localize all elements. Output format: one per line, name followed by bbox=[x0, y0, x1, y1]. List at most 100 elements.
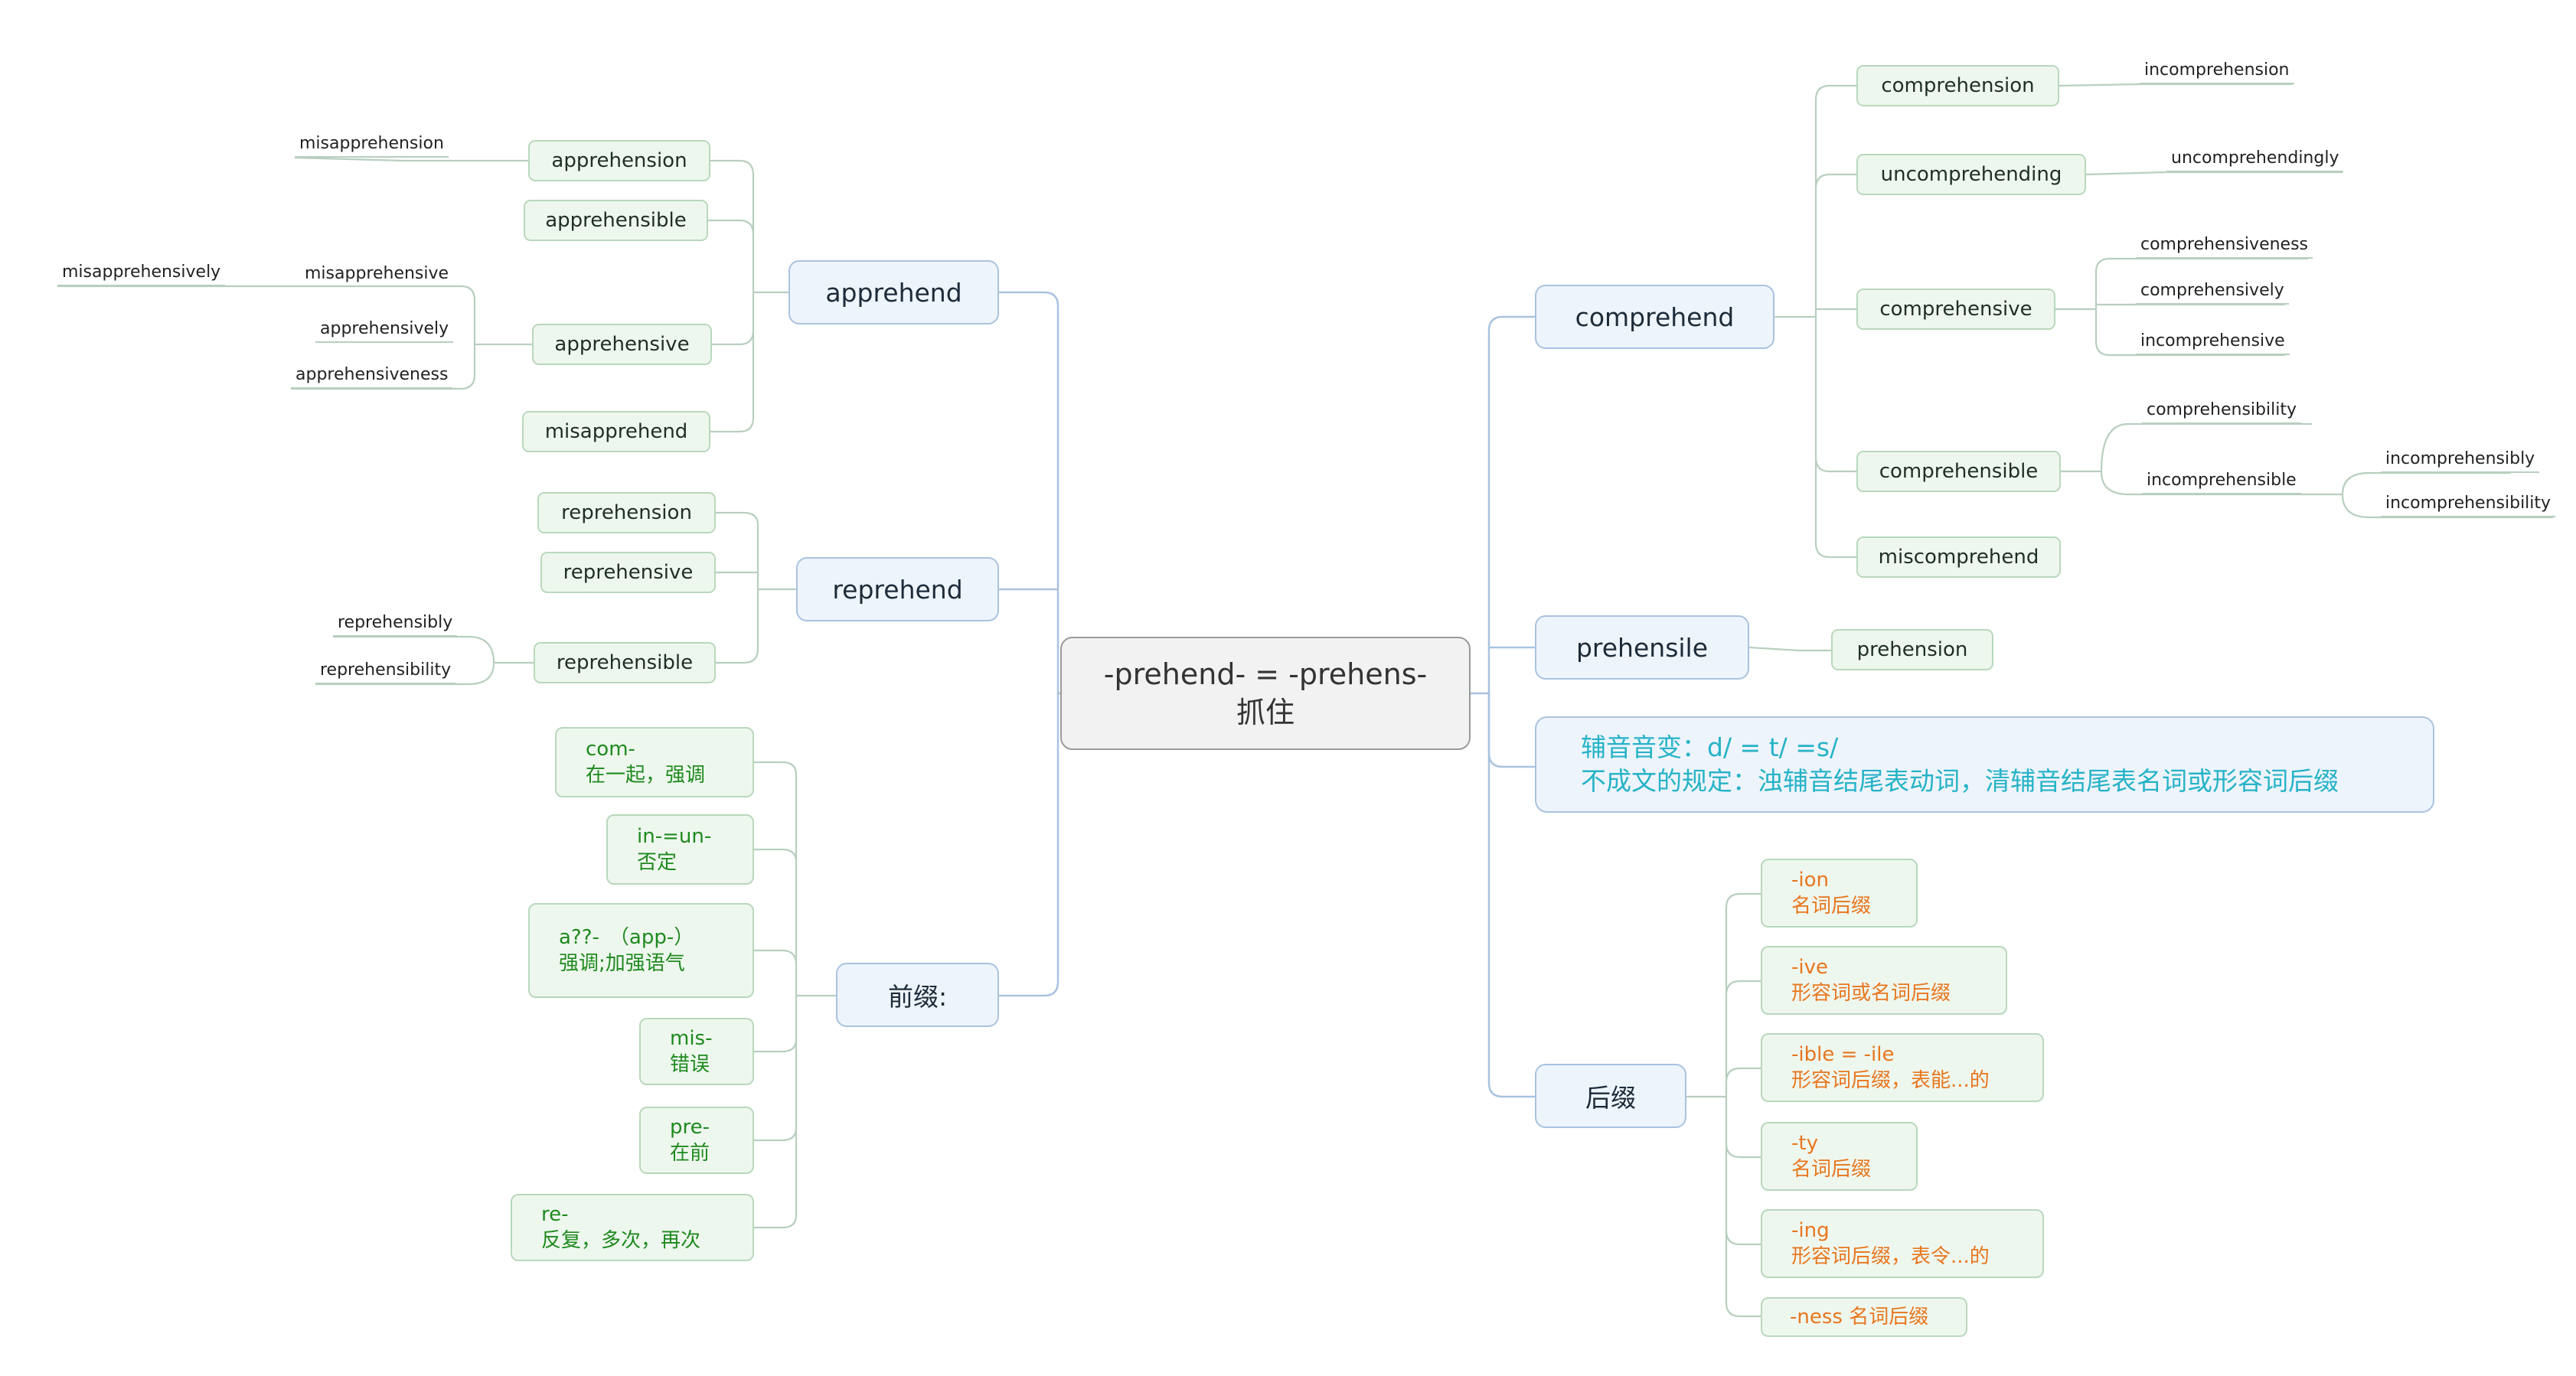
topic-apprehend[interactable]: apprehend bbox=[788, 260, 999, 324]
connector-uncomprehending-leaf bbox=[2085, 171, 2343, 176]
subtopic-misapprehend[interactable]: misapprehend bbox=[522, 411, 710, 452]
leaf-misapprehensive[interactable]: misapprehensive bbox=[300, 262, 453, 286]
connector-center-prefix bbox=[999, 693, 1059, 997]
subtopic-miscomprehend-label: miscomprehend bbox=[1878, 546, 2039, 569]
subtopic-uncomprehending[interactable]: uncomprehending bbox=[1856, 154, 2086, 195]
topic-comprehend-label: comprehend bbox=[1575, 302, 1735, 332]
leaf-misapprehensive-label: misapprehensive bbox=[305, 264, 449, 283]
subtopic-comprehensive[interactable]: comprehensive bbox=[1856, 289, 2055, 330]
central-topic-line2: 抓住 bbox=[1236, 696, 1295, 729]
topic-prehensile-label: prehensile bbox=[1575, 632, 1709, 663]
note-line2: 不成文的规定：浊辅音结尾表动词，清辅音结尾表名词或形容词后缀 bbox=[1581, 766, 2339, 796]
suffix-ty-meaning: 名词后缀 bbox=[1791, 1158, 1872, 1181]
prefix-re[interactable]: re- 反复，多次，再次 bbox=[511, 1194, 754, 1261]
note-consonant-change[interactable]: 辅音音变：d/ = t/ =s/ 不成文的规定：浊辅音结尾表动词，清辅音结尾表名… bbox=[1535, 716, 2434, 813]
topic-suffixes-label: 后缀 bbox=[1585, 1083, 1636, 1113]
leaf-incomprehensibility[interactable]: incomprehensibility bbox=[2381, 493, 2556, 517]
topic-reprehend[interactable]: reprehend bbox=[796, 557, 999, 621]
suffix-ty[interactable]: -ty 名词后缀 bbox=[1761, 1122, 1918, 1191]
subtopic-reprehension[interactable]: reprehension bbox=[537, 492, 716, 533]
subtopic-comprehension[interactable]: comprehension bbox=[1856, 65, 2059, 106]
note-line1: 辅音音变：d/ = t/ =s/ bbox=[1581, 732, 1839, 762]
connector-apprehensive-leaf bbox=[57, 285, 532, 390]
leaf-incomprehension[interactable]: incomprehension bbox=[2140, 60, 2294, 84]
topic-apprehend-label: apprehend bbox=[825, 277, 962, 308]
connector-center-left bbox=[999, 291, 1060, 695]
leaf-misapprehension[interactable]: misapprehension bbox=[295, 133, 449, 158]
leaf-reprehensibility-label: reprehensibility bbox=[320, 660, 452, 680]
subtopic-reprehensible[interactable]: reprehensible bbox=[534, 642, 716, 683]
subtopic-prehension[interactable]: prehension bbox=[1831, 629, 1993, 670]
prefix-mis-title: mis- bbox=[670, 1027, 713, 1050]
prefix-pre-meaning: 在前 bbox=[670, 1142, 710, 1165]
leaf-incomprehensible[interactable]: incomprehensible bbox=[2142, 470, 2301, 494]
leaf-apprehensively[interactable]: apprehensively bbox=[315, 318, 454, 343]
connector-prehensile-child bbox=[1748, 646, 1831, 652]
suffix-ion-meaning: 名词后缀 bbox=[1791, 895, 1872, 918]
leaf-incomprehensibility-label: incomprehensibility bbox=[2385, 494, 2552, 513]
leaf-comprehensively[interactable]: comprehensively bbox=[2136, 280, 2289, 305]
topic-prehensile[interactable]: prehensile bbox=[1535, 615, 1749, 680]
suffix-ive[interactable]: -ive 形容词或名词后缀 bbox=[1761, 946, 2007, 1015]
topic-prefixes-label: 前缀: bbox=[887, 982, 948, 1012]
prefix-pre-title: pre- bbox=[670, 1116, 710, 1139]
subtopic-miscomprehend[interactable]: miscomprehend bbox=[1856, 536, 2061, 578]
suffix-ible[interactable]: -ible = -ile 形容词后缀，表能...的 bbox=[1761, 1033, 2044, 1102]
suffix-ness-title: -ness 名词后缀 bbox=[1790, 1306, 1929, 1329]
leaf-comprehensibility[interactable]: comprehensibility bbox=[2142, 399, 2301, 424]
prefix-a[interactable]: a??- （app-） 强调;加强语气 bbox=[528, 903, 754, 998]
prefix-in[interactable]: in-=un- 否定 bbox=[606, 814, 754, 885]
suffix-ion[interactable]: -ion 名词后缀 bbox=[1761, 859, 1918, 928]
suffix-ty-title: -ty bbox=[1791, 1132, 1818, 1155]
topic-comprehend[interactable]: comprehend bbox=[1535, 285, 1774, 349]
prefix-com[interactable]: com- 在一起，强调 bbox=[555, 727, 754, 797]
prefix-a-title: a??- （app-） bbox=[559, 926, 694, 949]
prefix-a-meaning: 强调;加强语气 bbox=[559, 952, 685, 975]
topic-suffixes[interactable]: 后缀 bbox=[1535, 1064, 1686, 1128]
leaf-reprehensibility[interactable]: reprehensibility bbox=[315, 660, 456, 684]
subtopic-misapprehend-label: misapprehend bbox=[544, 420, 688, 443]
central-topic-line1: -prehend- = -prehens- bbox=[1103, 657, 1428, 691]
leaf-incomprehensive[interactable]: incomprehensive bbox=[2136, 331, 2290, 355]
connector-reprehend-children bbox=[716, 511, 796, 664]
suffix-ing[interactable]: -ing 形容词后缀，表令...的 bbox=[1761, 1209, 2044, 1278]
topic-prefixes[interactable]: 前缀: bbox=[836, 963, 999, 1027]
central-topic[interactable]: -prehend- = -prehens- 抓住 bbox=[1060, 637, 1471, 750]
leaf-comprehensively-label: comprehensively bbox=[2140, 281, 2284, 300]
subtopic-prehension-label: prehension bbox=[1856, 638, 1968, 661]
connector-comprehend-children bbox=[1774, 84, 1856, 559]
suffix-ing-meaning: 形容词后缀，表令...的 bbox=[1791, 1245, 1990, 1268]
leaf-comprehensibility-label: comprehensibility bbox=[2147, 400, 2297, 419]
subtopic-reprehensive-label: reprehensive bbox=[563, 561, 694, 584]
subtopic-reprehensive[interactable]: reprehensive bbox=[540, 552, 716, 593]
subtopic-reprehensible-label: reprehensible bbox=[556, 651, 694, 674]
leaf-incomprehensibly[interactable]: incomprehensibly bbox=[2381, 448, 2540, 473]
leaf-misapprehensively-label: misapprehensively bbox=[62, 262, 221, 282]
connector-apprehend-children bbox=[708, 159, 788, 433]
leaf-misapprehension-label: misapprehension bbox=[299, 134, 444, 153]
prefix-pre[interactable]: pre- 在前 bbox=[639, 1107, 754, 1174]
leaf-comprehensiveness-label: comprehensiveness bbox=[2140, 235, 2309, 254]
leaf-uncomprehendingly-label: uncomprehendingly bbox=[2171, 148, 2339, 168]
connector-suffix-children bbox=[1686, 892, 1768, 1318]
leaf-misapprehensively[interactable]: misapprehensively bbox=[57, 262, 226, 286]
subtopic-apprehension-label: apprehension bbox=[551, 149, 687, 172]
subtopic-apprehensive[interactable]: apprehensive bbox=[532, 324, 712, 365]
leaf-apprehensiveness[interactable]: apprehensiveness bbox=[291, 364, 453, 389]
prefix-in-title: in-=un- bbox=[637, 825, 712, 848]
subtopic-apprehensible[interactable]: apprehensible bbox=[524, 200, 708, 241]
suffix-ive-title: -ive bbox=[1791, 956, 1828, 979]
subtopic-apprehensible-label: apprehensible bbox=[545, 209, 687, 232]
leaf-uncomprehendingly[interactable]: uncomprehendingly bbox=[2166, 148, 2344, 172]
leaf-incomprehensible-label: incomprehensible bbox=[2147, 471, 2297, 490]
subtopic-uncomprehending-label: uncomprehending bbox=[1880, 163, 2062, 186]
subtopic-comprehension-label: comprehension bbox=[1881, 74, 2035, 97]
suffix-ible-title: -ible = -ile bbox=[1791, 1043, 1895, 1066]
leaf-reprehensibly[interactable]: reprehensibly bbox=[333, 612, 458, 637]
suffix-ness[interactable]: -ness 名词后缀 bbox=[1761, 1297, 1967, 1337]
subtopic-apprehension[interactable]: apprehension bbox=[528, 140, 710, 181]
prefix-mis[interactable]: mis- 错误 bbox=[639, 1018, 754, 1085]
leaf-comprehensiveness[interactable]: comprehensiveness bbox=[2136, 234, 2313, 259]
subtopic-comprehensible[interactable]: comprehensible bbox=[1856, 451, 2061, 492]
